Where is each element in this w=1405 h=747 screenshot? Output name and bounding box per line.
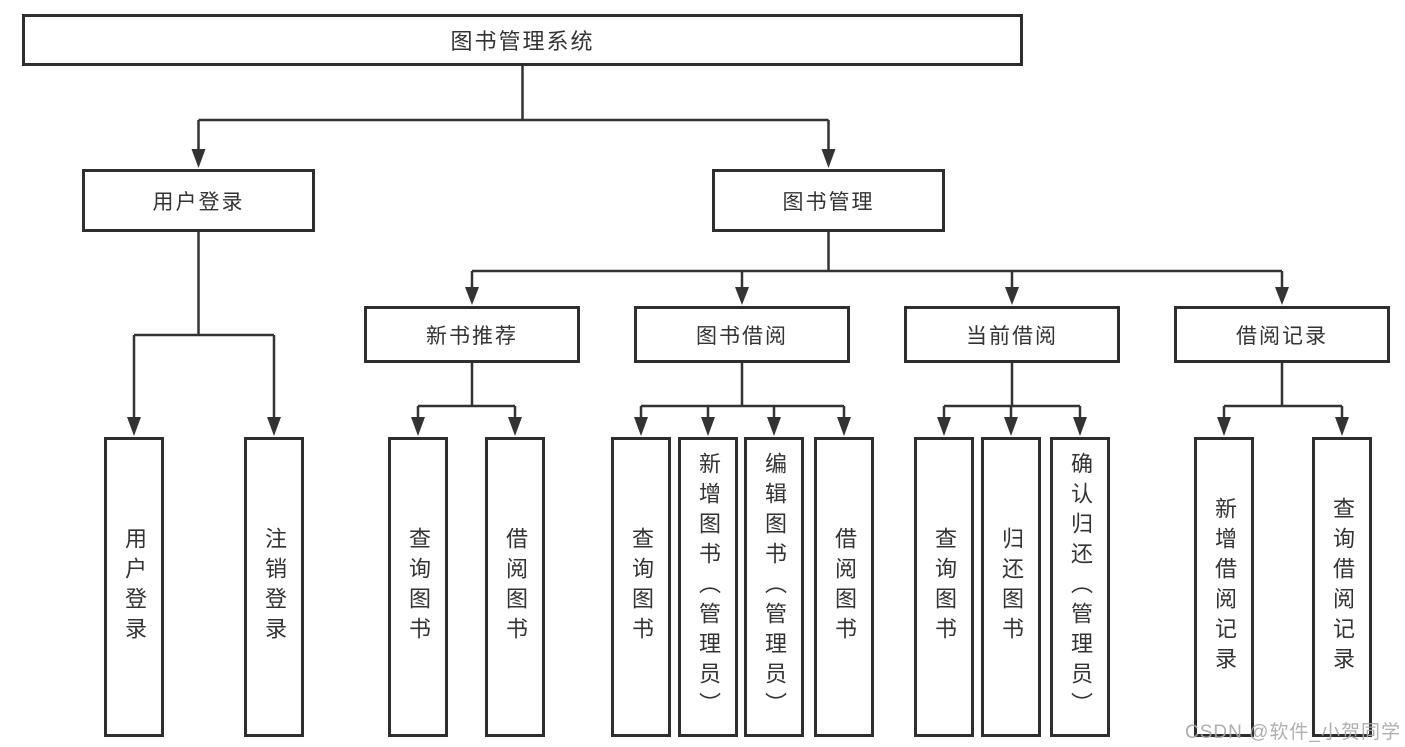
- leaf-query-books-borrowing: 查询图书: [611, 437, 671, 737]
- node-current-borrowing: 当前借阅: [904, 306, 1120, 363]
- leaf-label: 借阅图书: [503, 527, 528, 647]
- node-label: 图书借阅: [696, 324, 788, 348]
- leaf-return-book: 归还图书: [981, 437, 1041, 737]
- leaf-label: 编辑图书（管理员）: [762, 452, 787, 722]
- node-user-login: 用户登录: [82, 169, 315, 232]
- node-borrowing-records: 借阅记录: [1174, 306, 1390, 363]
- leaf-label: 查询借阅记录: [1330, 497, 1355, 677]
- leaf-borrow-books-borrowing: 借阅图书: [814, 437, 874, 737]
- node-new-book-recommendation: 新书推荐: [364, 306, 580, 363]
- leaf-query-borrow-record: 查询借阅记录: [1312, 437, 1372, 737]
- leaf-label: 注销登录: [262, 527, 287, 647]
- node-label: 新书推荐: [426, 324, 518, 348]
- leaf-label: 归还图书: [999, 527, 1024, 647]
- leaf-confirm-return-admin: 确认归还（管理员）: [1050, 437, 1110, 737]
- node-book-borrowing: 图书借阅: [634, 306, 850, 363]
- leaf-user-login: 用户登录: [104, 437, 164, 737]
- leaf-borrow-books-recommend: 借阅图书: [485, 437, 545, 737]
- node-label: 图书管理: [782, 190, 875, 214]
- leaf-label: 借阅图书: [832, 527, 857, 647]
- node-library-management-system: 图书管理系统: [22, 14, 1023, 66]
- leaf-edit-book-admin: 编辑图书（管理员）: [744, 437, 804, 737]
- leaf-label: 用户登录: [122, 527, 147, 647]
- leaf-add-borrow-record: 新增借阅记录: [1194, 437, 1254, 737]
- node-label: 借阅记录: [1236, 324, 1328, 348]
- csdn-watermark: CSDN @软件_小贺同学: [1185, 722, 1401, 743]
- leaf-add-book-admin: 新增图书（管理员）: [678, 437, 738, 737]
- node-label: 图书管理系统: [450, 29, 595, 54]
- node-label: 当前借阅: [966, 324, 1058, 348]
- leaf-label: 查询图书: [629, 527, 654, 647]
- leaf-label: 新增图书（管理员）: [696, 452, 721, 722]
- leaf-query-books-current: 查询图书: [914, 437, 974, 737]
- leaf-label: 确认归还（管理员）: [1068, 452, 1093, 722]
- leaf-query-books-recommend: 查询图书: [388, 437, 448, 737]
- leaf-logout: 注销登录: [244, 437, 304, 737]
- leaf-label: 新增借阅记录: [1212, 497, 1237, 677]
- node-book-management: 图书管理: [712, 169, 945, 232]
- node-label: 用户登录: [152, 190, 245, 214]
- leaf-label: 查询图书: [406, 527, 431, 647]
- leaf-label: 查询图书: [932, 527, 957, 647]
